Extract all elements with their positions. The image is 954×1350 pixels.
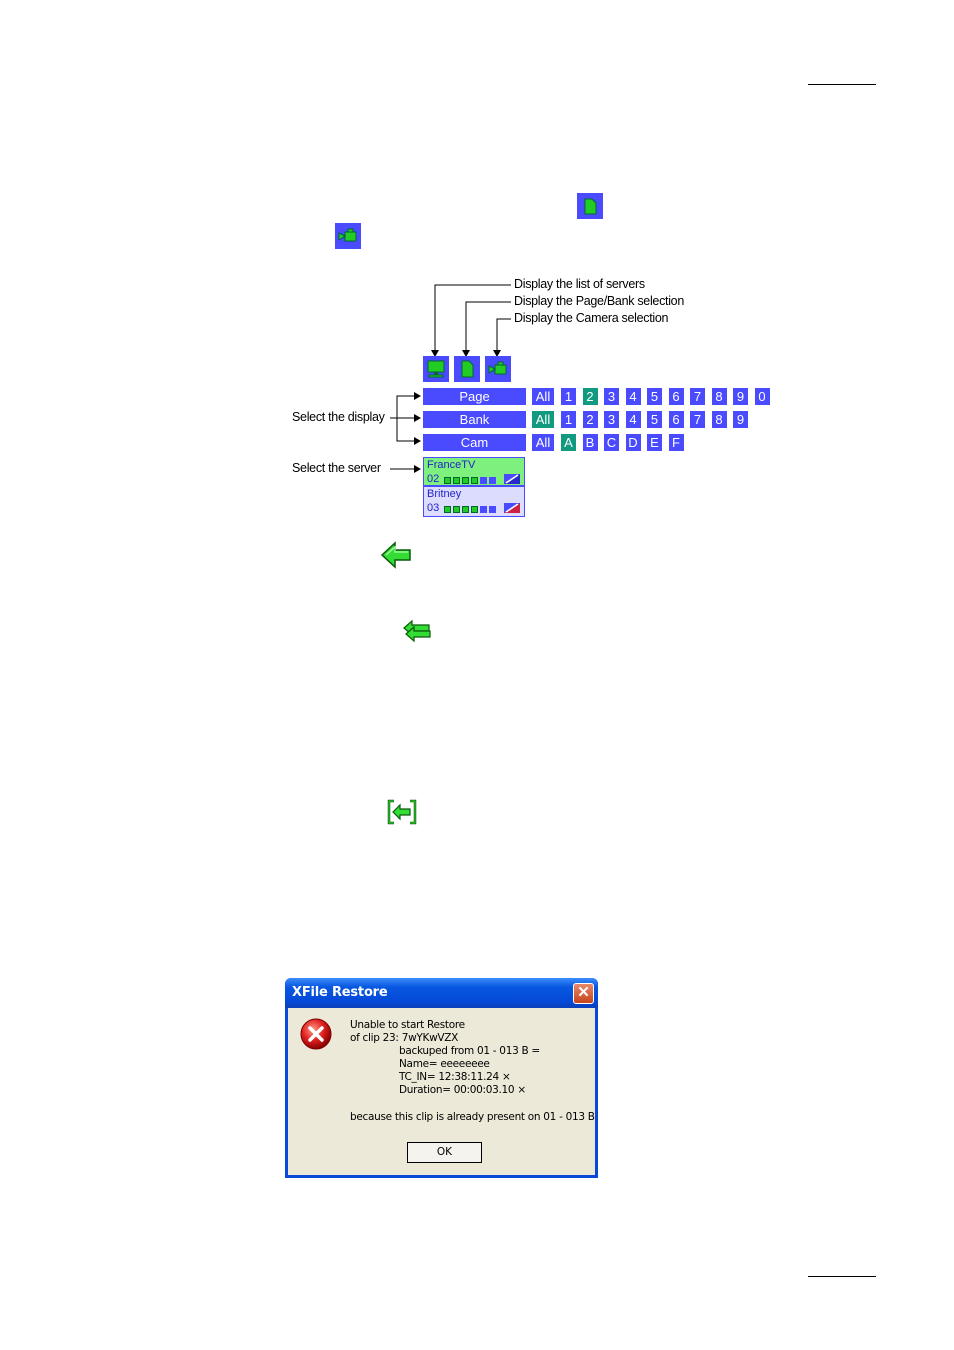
cell-bank-7[interactable]: 7 (690, 411, 705, 428)
ok-label: OK (436, 1146, 453, 1158)
status-led (444, 506, 451, 513)
callout-lines (390, 284, 511, 473)
status-led (489, 506, 496, 513)
server-name: Britney (427, 488, 462, 500)
cell-bank-2[interactable]: 2 (582, 411, 598, 428)
message-line-3: backuped from 01 - 013 B = (399, 1045, 540, 1057)
status-led (480, 506, 487, 513)
server-item[interactable]: FranceTV 02 (423, 457, 525, 486)
callout-page-bank: Display the Page/Bank selection (514, 294, 684, 308)
message-line-4: Name= eeeeeeee (399, 1058, 490, 1070)
xfile-restore-dialog: XFile Restore ✕ Unable to start Restore … (285, 978, 598, 1178)
cell-page-5[interactable]: 5 (647, 388, 662, 405)
status-led (453, 506, 460, 513)
cell-bank-5[interactable]: 5 (647, 411, 662, 428)
ok-button[interactable]: OK (407, 1142, 482, 1163)
status-led (480, 477, 487, 484)
callout-servers: Display the list of servers (514, 277, 645, 291)
cell-cam-f[interactable]: F (668, 434, 684, 451)
dialog-body: Unable to start Restore of clip 23: 7wYK… (288, 1008, 595, 1175)
status-led (471, 506, 478, 513)
message-line-6: Duration= 00:00:03.10 × (399, 1084, 526, 1096)
message-line-7: because this clip is already present on … (350, 1111, 595, 1123)
server-flag-icon (504, 474, 520, 484)
cell-bank-8[interactable]: 8 (711, 411, 727, 428)
cell-cam-a[interactable]: A (561, 434, 576, 451)
cell-page-all[interactable]: All (532, 388, 554, 405)
cell-cam-d[interactable]: D (625, 434, 641, 451)
camera-icon (335, 223, 361, 249)
dialog-titlebar[interactable]: XFile Restore ✕ (285, 978, 598, 1008)
cell-cam-all[interactable]: All (532, 434, 554, 451)
cell-page-9[interactable]: 9 (733, 388, 748, 405)
footer-rule (808, 1276, 876, 1277)
status-led (489, 477, 496, 484)
row-label-cam: Cam (423, 434, 526, 451)
callout-select-server: Select the server (292, 461, 381, 475)
page-bank-icon[interactable] (454, 356, 480, 382)
cell-bank-all[interactable]: All (532, 411, 554, 428)
cell-bank-1[interactable]: 1 (561, 411, 576, 428)
message-line-1: Unable to start Restore (350, 1019, 465, 1031)
cell-bank-4[interactable]: 4 (625, 411, 641, 428)
cell-page-3[interactable]: 3 (604, 388, 619, 405)
cell-cam-e[interactable]: E (647, 434, 662, 451)
callout-select-display: Select the display (292, 410, 385, 424)
cell-bank-6[interactable]: 6 (668, 411, 684, 428)
dialog-title: XFile Restore (292, 985, 388, 1000)
page-icon (577, 193, 603, 219)
cell-page-6[interactable]: 6 (668, 388, 684, 405)
cell-cam-c[interactable]: C (604, 434, 619, 451)
server-item[interactable]: Britney 03 (423, 486, 525, 517)
close-button[interactable]: ✕ (573, 983, 594, 1004)
status-led (462, 477, 469, 484)
server-flag-icon (504, 503, 520, 513)
green-left-arrow-icon (380, 541, 411, 569)
green-bracket-arrow-icon (387, 799, 417, 825)
cell-page-8[interactable]: 8 (711, 388, 727, 405)
status-led (471, 477, 478, 484)
message-line-5: TC_IN= 12:38:11.24 × (399, 1071, 511, 1083)
status-led (444, 477, 451, 484)
cell-page-2[interactable]: 2 (582, 388, 598, 405)
message-line-2: of clip 23: 7wYKwVZX (350, 1032, 459, 1044)
monitor-icon[interactable] (423, 356, 449, 382)
cell-bank-3[interactable]: 3 (604, 411, 619, 428)
header-rule (808, 84, 876, 85)
cell-cam-b[interactable]: B (582, 434, 598, 451)
server-number: 03 (427, 502, 440, 514)
cell-page-7[interactable]: 7 (690, 388, 705, 405)
row-label-bank: Bank (423, 411, 526, 428)
cell-bank-9[interactable]: 9 (733, 411, 748, 428)
callout-camera: Display the Camera selection (514, 311, 669, 325)
cell-page-4[interactable]: 4 (625, 388, 641, 405)
status-led (462, 506, 469, 513)
green-multi-arrow-icon (403, 619, 431, 643)
camera-select-icon[interactable] (485, 356, 511, 382)
server-number: 02 (427, 473, 440, 485)
cell-page-0[interactable]: 0 (754, 388, 770, 405)
error-icon (300, 1018, 332, 1050)
cell-page-1[interactable]: 1 (561, 388, 576, 405)
status-led (453, 477, 460, 484)
server-name: FranceTV (427, 459, 476, 471)
row-label-page: Page (423, 388, 526, 405)
